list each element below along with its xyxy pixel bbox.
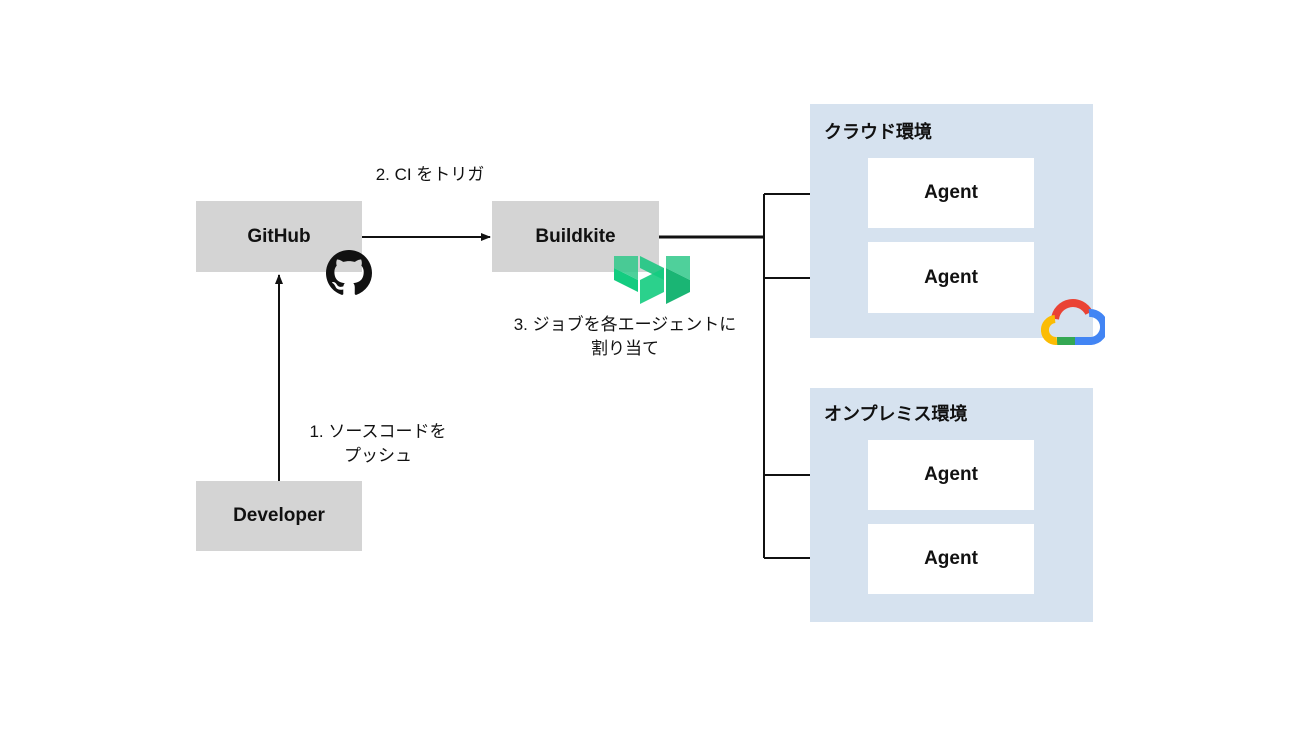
onprem-environment: オンプレミス環境 Agent Agent xyxy=(810,388,1093,622)
developer-node: Developer xyxy=(196,481,362,551)
cloud-agent-2: Agent xyxy=(868,242,1034,313)
push-label-line-2: プッシュ xyxy=(344,446,412,465)
github-label: GitHub xyxy=(247,225,311,247)
push-label-line-1: 1. ソースコードを xyxy=(309,422,447,441)
cloud-agent-2-label: Agent xyxy=(924,266,978,288)
onprem-agent-2-label: Agent xyxy=(924,548,978,569)
cloud-agent-1: Agent xyxy=(868,158,1034,228)
cloud-agent-1-label: Agent xyxy=(924,182,978,203)
onprem-environment-title: オンプレミス環境 xyxy=(824,404,968,424)
push-label: 1. ソースコードを プッシュ xyxy=(288,420,468,468)
onprem-agent-1-label: Agent xyxy=(924,464,978,485)
github-octocat-icon xyxy=(326,250,372,295)
assign-label-line-1: 3. ジョブを各エージェントに xyxy=(513,315,737,334)
assign-label-line-2: 割り当て xyxy=(591,339,659,358)
onprem-agent-1: Agent xyxy=(868,440,1034,510)
cloud-environment: クラウド環境 Agent Agent xyxy=(810,104,1093,338)
google-cloud-logo-icon xyxy=(1041,299,1105,346)
cloud-environment-title: クラウド環境 xyxy=(824,122,932,142)
buildkite-label: Buildkite xyxy=(535,225,616,247)
assign-label: 3. ジョブを各エージェントに 割り当て xyxy=(480,313,770,361)
buildkite-logo-icon xyxy=(614,256,690,304)
onprem-agent-2: Agent xyxy=(868,524,1034,594)
developer-label: Developer xyxy=(233,505,325,526)
trigger-label: 2. CI をトリガ xyxy=(375,165,485,184)
